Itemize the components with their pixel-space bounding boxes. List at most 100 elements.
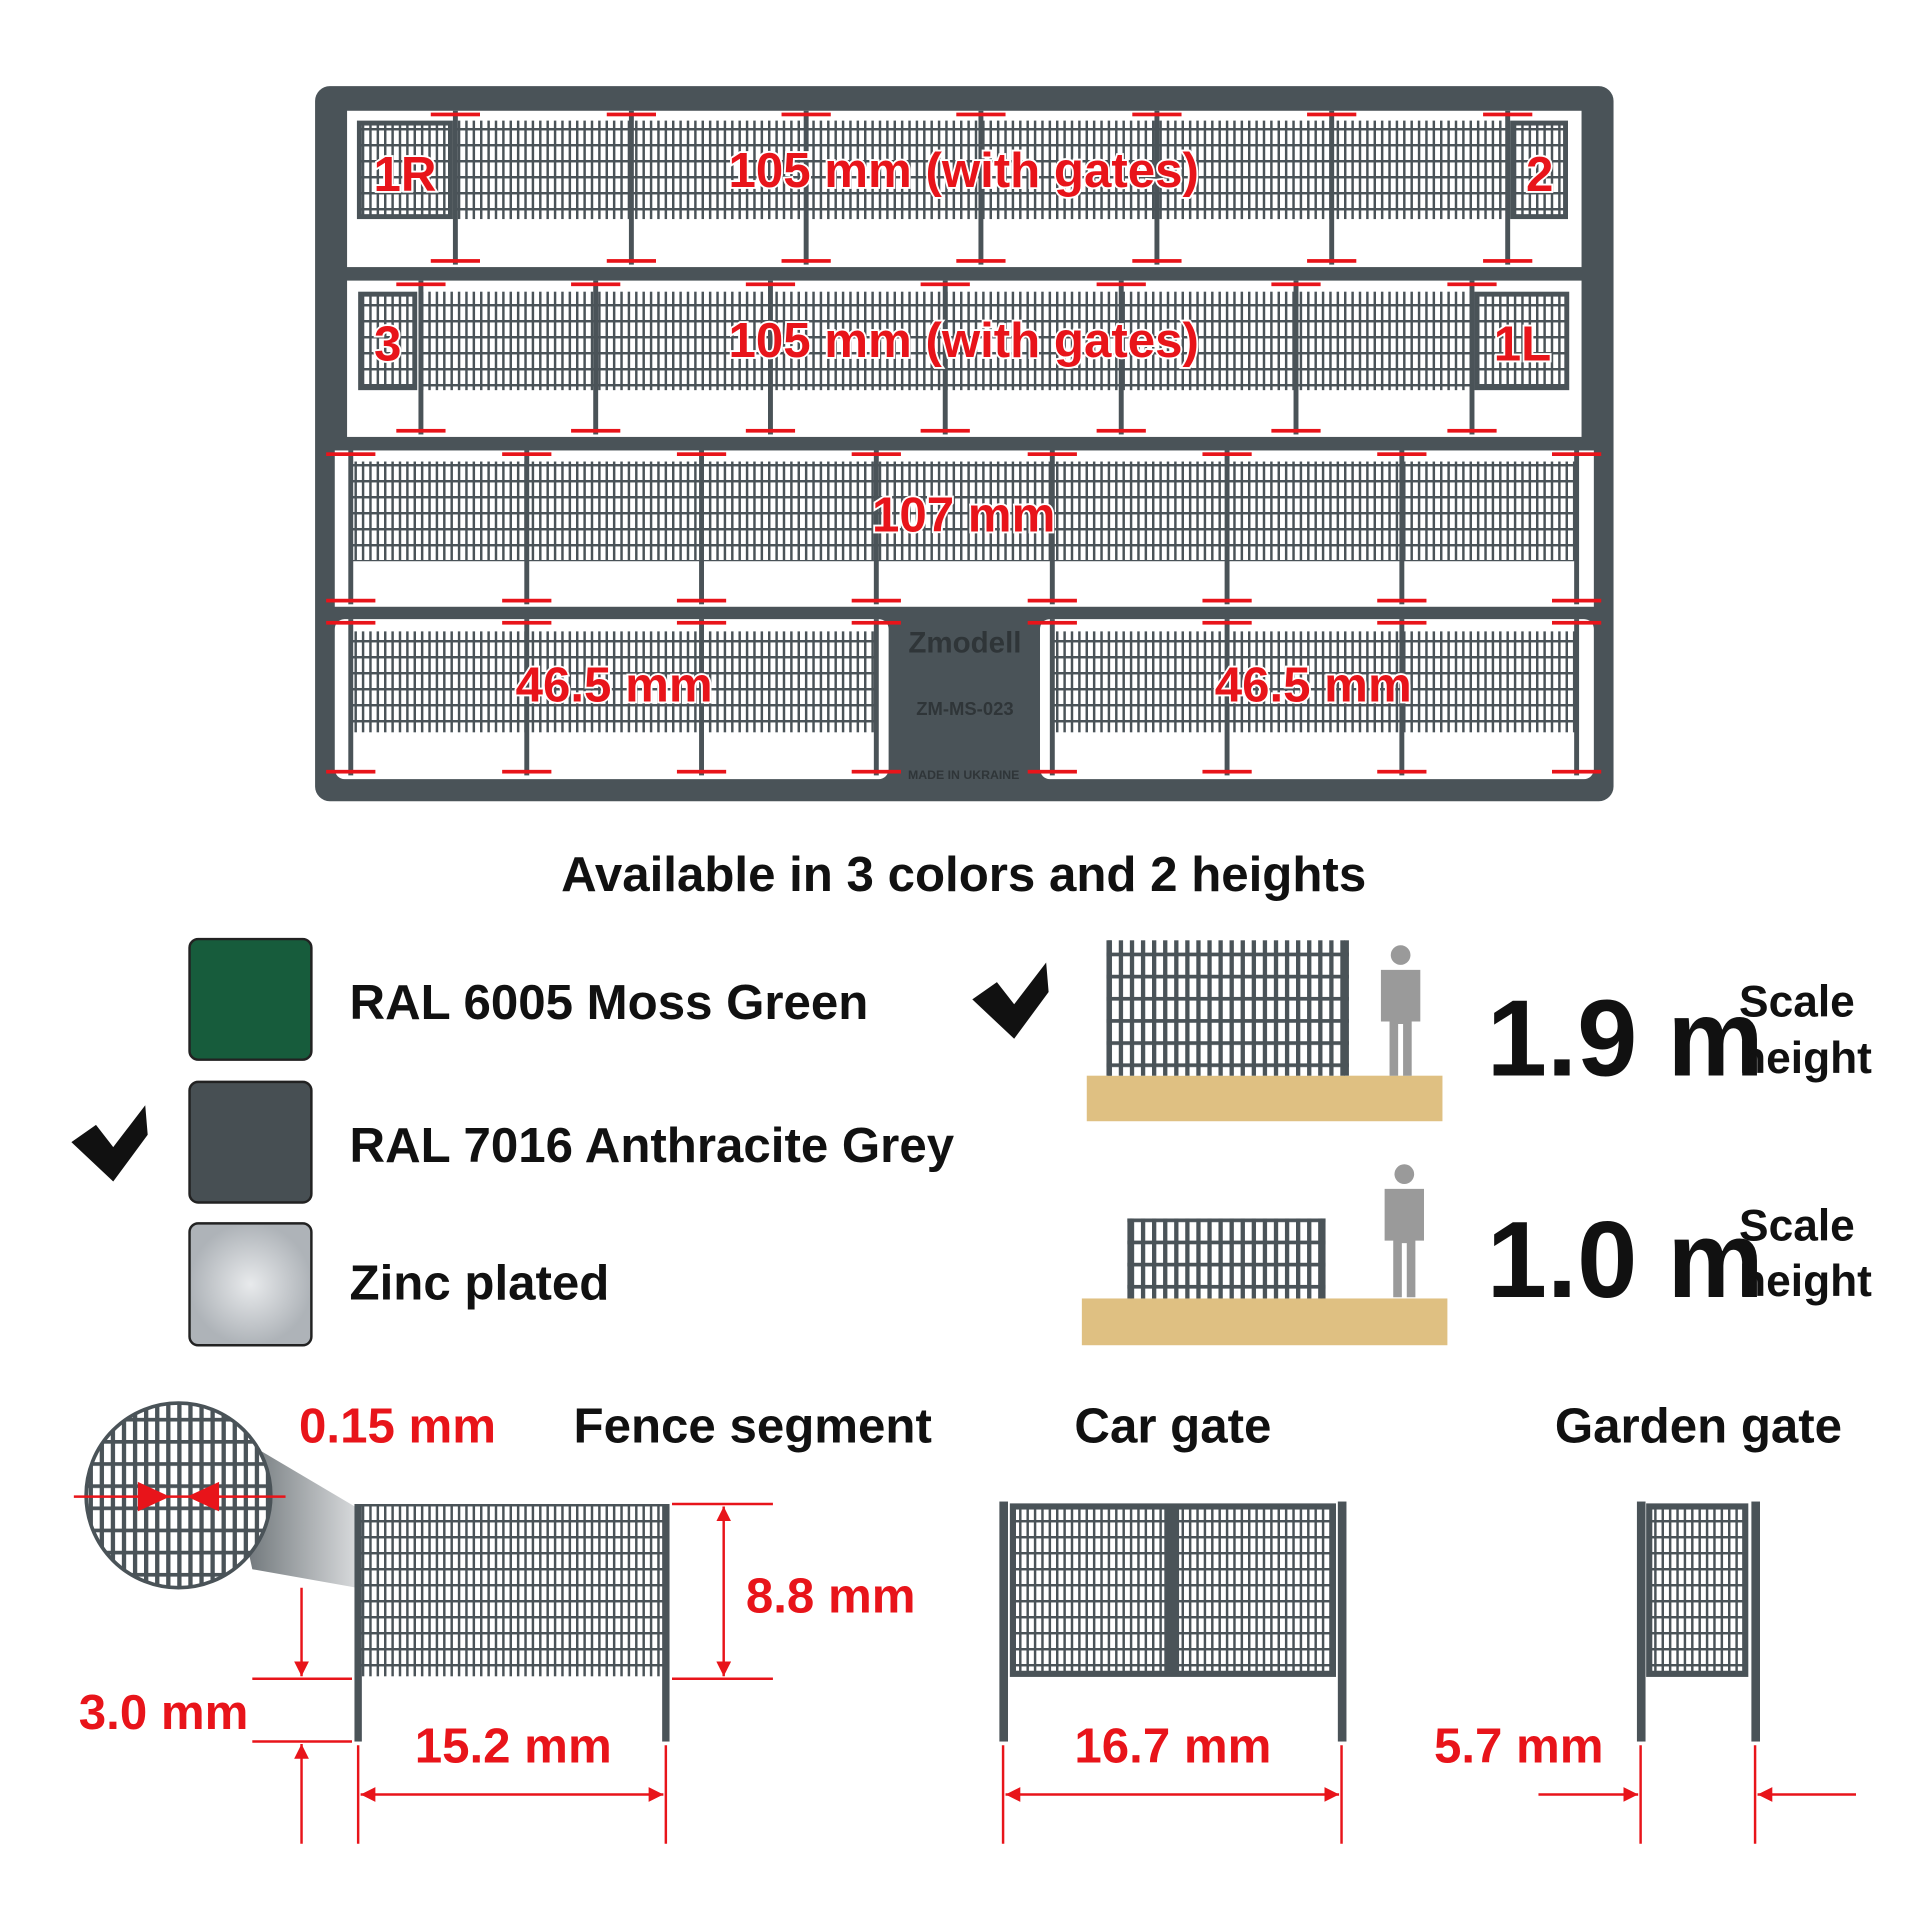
swatch-zinc-plated[interactable]: [188, 1222, 313, 1347]
fence-post: [1505, 110, 1511, 265]
fence-post: [699, 450, 704, 605]
cut-mark: [326, 452, 376, 456]
fence-post: [803, 110, 809, 265]
row3-length: 107 mm: [872, 488, 1055, 543]
cut-mark: [676, 769, 727, 774]
gate-label-1l: 1L: [1494, 317, 1551, 372]
fence-post: [1049, 619, 1055, 776]
gate-1l: [1474, 291, 1570, 391]
fence-post: [1224, 450, 1230, 605]
cut-mark: [1483, 112, 1533, 117]
swatch-moss-green[interactable]: [188, 937, 313, 1061]
color-label-moss-green: RAL 6005 Moss Green: [350, 975, 869, 1030]
cut-mark: [571, 282, 621, 287]
cut-mark: [1377, 620, 1427, 625]
color-options: RAL 6005 Moss Green RAL 7016 Anthracite …: [71, 937, 955, 1347]
cut-mark: [1096, 282, 1146, 287]
wire-thickness: 0.15 mm: [299, 1398, 496, 1453]
fence-segment-detail: 0.15 mm Fence segment 8.8 mm 3.0 mm 15.2…: [73, 1398, 932, 1844]
cut-mark: [745, 282, 796, 287]
cut-mark: [1202, 452, 1252, 456]
checkmark-icon: [71, 1105, 148, 1182]
row4-right-length: 46.5 mm: [1215, 658, 1412, 713]
garden-gate-detail: Garden gate 5.7 mm: [1434, 1398, 1856, 1844]
garden-gate-width: 5.7 mm: [1434, 1718, 1604, 1773]
cut-mark: [781, 259, 831, 263]
cut-mark: [920, 282, 970, 287]
cut-mark: [1271, 282, 1321, 287]
height-caption: height: [1739, 1034, 1872, 1083]
cut-mark: [326, 598, 376, 603]
cut-mark: [1132, 112, 1182, 117]
cut-mark: [676, 620, 727, 625]
fence-post: [1118, 280, 1124, 435]
cut-mark: [1552, 769, 1602, 774]
height-caption: Scale: [1739, 1202, 1855, 1251]
cut-mark: [851, 769, 901, 774]
etched-sheet: 1R 2 3 1L 105 mm (with gates) 105 mm (wi…: [315, 86, 1614, 802]
section-title: Available in 3 colors and 2 heights: [561, 847, 1366, 902]
car-gate-width: 16.7 mm: [1074, 1718, 1271, 1773]
fence-post: [942, 280, 948, 435]
height-value-low: 1.0 m: [1487, 1199, 1764, 1320]
cut-mark: [326, 620, 376, 625]
cut-mark: [676, 598, 727, 603]
cut-mark: [502, 769, 552, 774]
brand-plate: Zmodell ZM-MS-023 MADE IN UKRAINE: [908, 626, 1021, 782]
cut-mark: [1202, 769, 1252, 774]
fence-post: [1154, 110, 1160, 265]
fence-post: [452, 110, 458, 265]
row4-left-length: 46.5 mm: [516, 658, 713, 713]
fence-post: [1049, 450, 1055, 605]
cut-mark: [571, 428, 621, 433]
cut-mark: [1307, 259, 1357, 263]
fence-post: [978, 110, 984, 265]
fence-segment-title: Fence segment: [574, 1398, 932, 1453]
gate-2: [1510, 120, 1568, 220]
cut-mark: [851, 452, 901, 456]
cut-mark: [676, 452, 727, 456]
row1-length: 105 mm (with gates): [728, 143, 1198, 198]
cut-mark: [1377, 452, 1427, 456]
fence-post: [348, 450, 354, 605]
cut-mark: [1552, 598, 1602, 603]
fence-post: [1293, 280, 1299, 435]
cut-mark: [396, 428, 446, 433]
color-label-zinc: Zinc plated: [350, 1256, 610, 1311]
cut-mark: [1027, 598, 1077, 603]
cut-mark: [430, 112, 480, 117]
cut-mark: [1202, 620, 1252, 625]
car-gate-detail: Car gate 16.7 mm: [999, 1398, 1347, 1844]
cut-mark: [1483, 259, 1533, 263]
car-gate-title: Car gate: [1074, 1398, 1271, 1453]
fence-post: [873, 619, 879, 776]
swatch-anthracite-grey[interactable]: [188, 1080, 313, 1204]
segment-height: 8.8 mm: [746, 1568, 916, 1623]
cut-mark: [920, 428, 970, 433]
height-caption: Scale: [1739, 978, 1855, 1027]
cut-mark: [1271, 428, 1321, 433]
cut-mark: [396, 282, 446, 287]
height-options: 1.9 m Scale height 1.0 m Scale height: [972, 940, 1872, 1346]
cut-mark: [1377, 769, 1427, 774]
fence-post: [593, 280, 599, 435]
fence-post: [418, 280, 424, 435]
part-number: ZM-MS-023: [916, 698, 1013, 719]
fence-post: [1399, 450, 1405, 605]
height-caption: height: [1739, 1257, 1872, 1306]
person-icon: [1380, 945, 1421, 1076]
person-icon: [1384, 1164, 1424, 1298]
cut-mark: [1027, 620, 1077, 625]
gate-label-2: 2: [1526, 147, 1553, 202]
cut-mark: [1096, 428, 1146, 433]
fence-post: [1469, 280, 1475, 435]
checkmark-icon: [972, 962, 1049, 1039]
cut-mark: [606, 259, 656, 263]
fence-post: [1574, 450, 1580, 605]
cut-mark: [1202, 598, 1252, 603]
height-value-high: 1.9 m: [1487, 978, 1764, 1099]
gate-label-1r: 1R: [373, 147, 436, 202]
cut-mark: [430, 259, 480, 263]
cut-mark: [1027, 452, 1077, 456]
